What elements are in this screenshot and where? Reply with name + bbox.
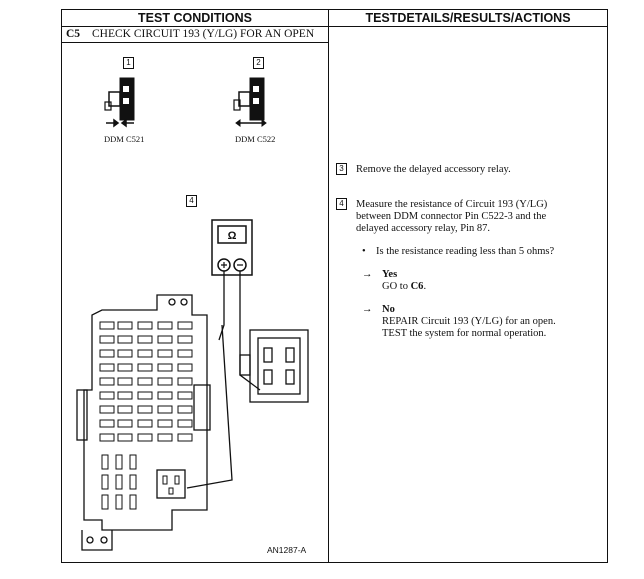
no-action-line-2: TEST the system for normal operation. xyxy=(382,328,547,339)
question-text: Is the resistance reading less than 5 oh… xyxy=(376,246,555,257)
column-divider xyxy=(328,10,329,562)
step-code: C5 xyxy=(66,28,81,40)
diagnostic-sheet: TEST CONDITIONS TESTDETAILS/RESULTS/ACTI… xyxy=(61,9,608,563)
action-4-line-1: Measure the resistance of Circuit 193 (Y… xyxy=(356,199,548,210)
circuit-test-illustration: Ω xyxy=(76,77,309,551)
yes-arrow-icon: → xyxy=(362,269,373,280)
no-arrow-icon: → xyxy=(362,304,373,315)
step-title: CHECK CIRCUIT 193 (Y/LG) FOR AN OPEN xyxy=(92,28,315,40)
action-4-line-2: between DDM connector Pin C522-3 and the xyxy=(356,211,547,222)
yes-go-suffix: . xyxy=(423,281,427,292)
connector-c521-icon xyxy=(104,77,135,128)
step-divider xyxy=(62,42,328,43)
callout-4: 4 xyxy=(186,195,197,207)
ohm-symbol: Ω xyxy=(228,230,237,242)
test-leads xyxy=(186,271,261,489)
connector-c522-icon xyxy=(233,77,267,127)
action-4-number: 4 xyxy=(336,198,347,210)
fuse-junction-box-icon xyxy=(76,294,211,551)
delayed-accessory-relay-icon xyxy=(239,329,309,403)
no-action-line-1: REPAIR Circuit 193 (Y/LG) for an open. xyxy=(382,316,556,327)
action-3-text: Remove the delayed accessory relay. xyxy=(356,164,511,175)
question-bullet: • xyxy=(362,246,366,257)
yes-label: Yes xyxy=(382,269,398,280)
figure-id: AN1287-A xyxy=(267,545,307,555)
connector-label-c522: DDM C522 xyxy=(235,134,276,144)
step-heading: C5 CHECK CIRCUIT 193 (Y/LG) FOR AN OPEN xyxy=(62,27,328,42)
header-test-conditions: TEST CONDITIONS xyxy=(138,11,252,25)
callout-1: 1 xyxy=(123,57,134,69)
header-divider xyxy=(62,26,607,27)
callout-2: 2 xyxy=(253,57,264,69)
header-test-details: TESTDETAILS/RESULTS/ACTIONS xyxy=(365,11,571,25)
no-label: No xyxy=(382,304,395,315)
connector-label-c521: DDM C521 xyxy=(104,134,145,144)
ohmmeter-icon xyxy=(211,219,253,276)
fuse-grid xyxy=(99,321,193,510)
yes-action: GO to C6. xyxy=(382,281,426,293)
action-4-line-3: delayed accessory relay, Pin 87. xyxy=(356,223,491,234)
action-3-number: 3 xyxy=(336,163,347,175)
yes-go-target: C6 xyxy=(410,281,424,292)
yes-go-prefix: GO to xyxy=(382,281,411,292)
